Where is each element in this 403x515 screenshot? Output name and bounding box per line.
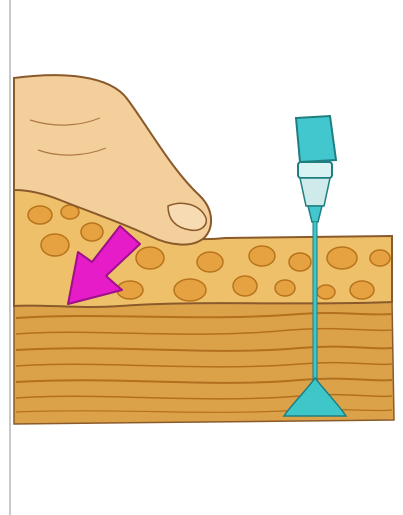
syringe-collar (298, 162, 332, 178)
syringe-hub (296, 116, 336, 162)
